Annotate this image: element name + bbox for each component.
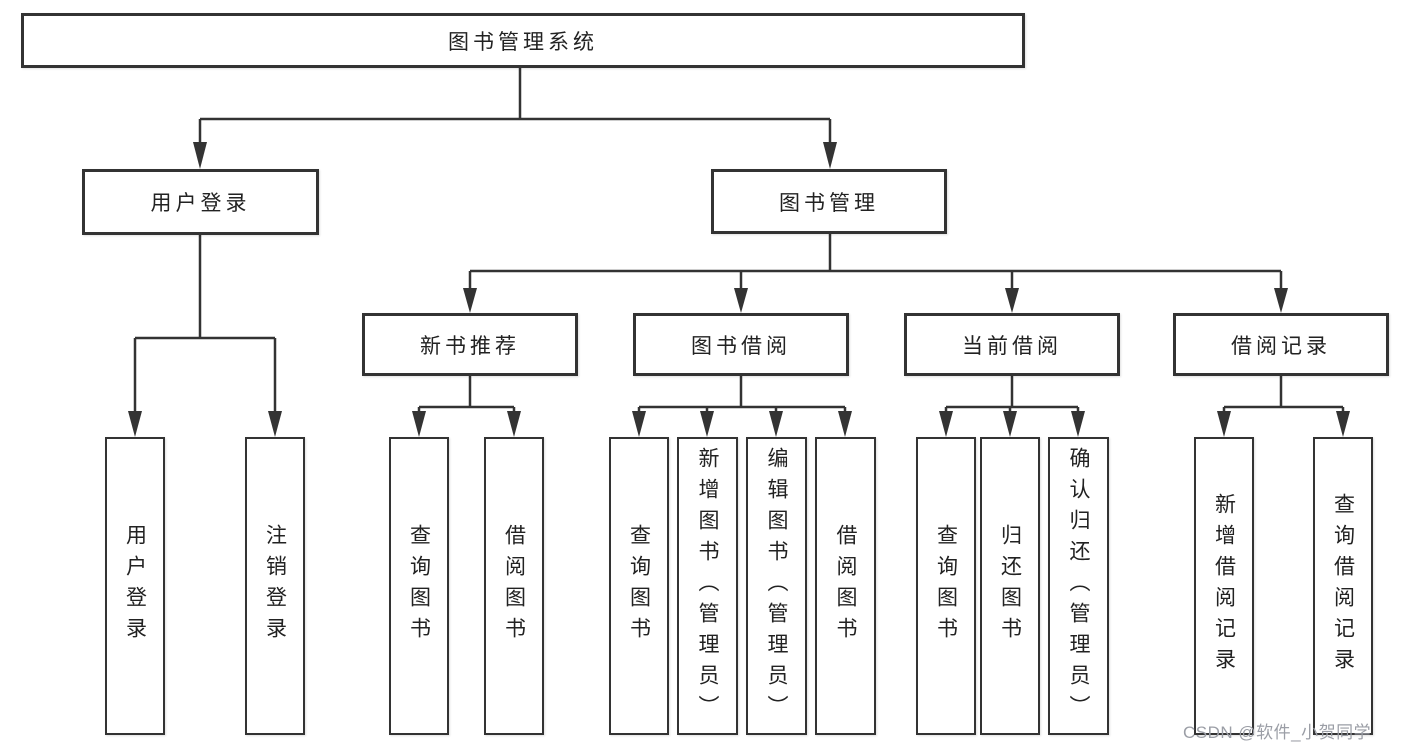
node-label: 查询图书 xyxy=(934,524,958,648)
leaf-query-borrow-record: 查询借阅记录 xyxy=(1313,437,1373,735)
connector-user-login-children xyxy=(128,235,282,437)
leaf-query-books-current: 查询图书 xyxy=(916,437,976,735)
node-label: 借阅图书 xyxy=(502,524,526,648)
leaf-edit-books-admin: 编辑图书（管理员） xyxy=(746,437,807,735)
node-label: 编辑图书（管理员） xyxy=(765,446,788,726)
leaf-query-books-recommend: 查询图书 xyxy=(389,437,449,735)
node-label: 查询图书 xyxy=(407,524,431,648)
connector-current-borrowing-children xyxy=(939,376,1085,437)
node-label: 新增图书（管理员） xyxy=(696,446,719,726)
connector-book-management-children xyxy=(463,234,1288,313)
leaf-borrow-books-borrowing: 借阅图书 xyxy=(815,437,876,735)
leaf-add-books-admin: 新增图书（管理员） xyxy=(677,437,738,735)
connector-root-to-level2 xyxy=(193,68,837,169)
node-label: 归还图书 xyxy=(998,524,1022,648)
node-current-borrowing: 当前借阅 xyxy=(904,313,1120,376)
connector-book-borrowing-children xyxy=(632,376,852,437)
node-book-management: 图书管理 xyxy=(711,169,947,234)
leaf-borrow-books-recommend: 借阅图书 xyxy=(484,437,544,735)
leaf-return-books: 归还图书 xyxy=(980,437,1040,735)
leaf-logout: 注销登录 xyxy=(245,437,305,735)
leaf-query-books-borrowing: 查询图书 xyxy=(609,437,669,735)
node-label: 借阅图书 xyxy=(834,524,857,648)
node-new-book-recommend: 新书推荐 xyxy=(362,313,578,376)
node-book-borrowing: 图书借阅 xyxy=(633,313,849,376)
watermark: CSDN @软件_小贺同学 xyxy=(1183,723,1372,742)
connector-borrowing-records-children xyxy=(1217,376,1350,437)
node-label: 注销登录 xyxy=(263,524,287,648)
node-label: 新增借阅记录 xyxy=(1212,493,1236,679)
node-borrowing-records: 借阅记录 xyxy=(1173,313,1389,376)
connector-new-book-recommend-children xyxy=(412,376,521,437)
node-label: 用户登录 xyxy=(123,524,147,648)
node-label: 确认归还（管理员） xyxy=(1067,446,1090,726)
node-user-login: 用户登录 xyxy=(82,169,319,235)
node-book-management-system: 图书管理系统 xyxy=(21,13,1025,68)
node-label: 查询图书 xyxy=(627,524,651,648)
node-label: 查询借阅记录 xyxy=(1331,493,1355,679)
leaf-add-borrow-record: 新增借阅记录 xyxy=(1194,437,1254,735)
leaf-user-login: 用户登录 xyxy=(105,437,165,735)
leaf-confirm-return-admin: 确认归还（管理员） xyxy=(1048,437,1109,735)
